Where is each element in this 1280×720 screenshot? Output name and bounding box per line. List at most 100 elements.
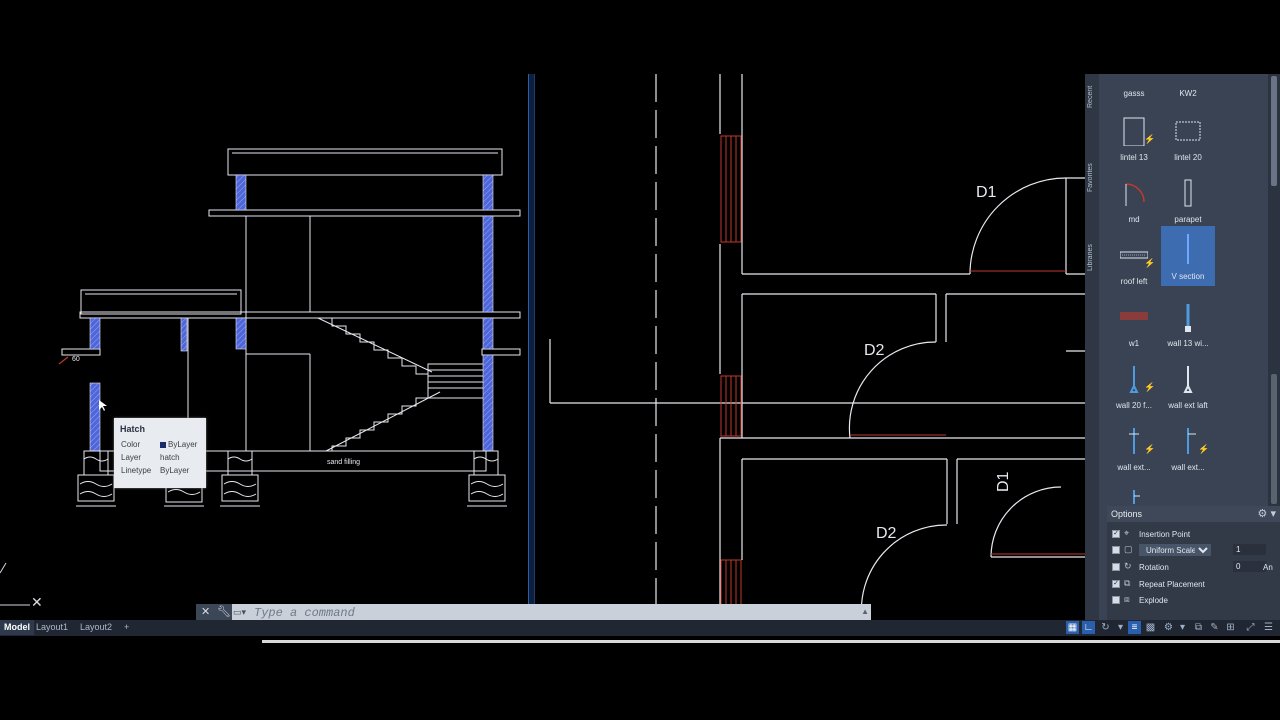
tab-recent[interactable]: Recent — [1087, 85, 1094, 108]
dynamic-block-icon: ⚡ — [1144, 258, 1156, 268]
tooltip-row-linetype: Linetype ByLayer — [121, 466, 190, 475]
status-bar-tools: ▦ ∟ ↻ ▾ ≡ ▩ ⚙ ▾ ⧉ ✎ ⊞ ⤢ ☰ — [1062, 621, 1280, 635]
block-md[interactable]: md — [1107, 170, 1161, 232]
gear-icon[interactable]: ⚙ ▾ — [1257, 508, 1276, 520]
options-header: Options ⚙ ▾ — [1107, 506, 1280, 522]
block-roof-left[interactable]: ⚡ roof left — [1107, 232, 1161, 294]
rotation-angle-suffix: An — [1263, 563, 1273, 572]
viewport-divider[interactable] — [528, 74, 535, 620]
tab-favorites[interactable]: Favorites — [1087, 163, 1094, 192]
drawing-viewport-right[interactable]: D1 D2 D2 D1 — [536, 74, 1086, 621]
door-label-d2-lower: D2 — [876, 525, 897, 542]
door-swing-icon — [1125, 183, 1145, 206]
tab-libraries[interactable]: Libraries — [1087, 244, 1094, 271]
block-lintel-20[interactable]: lintel 20 — [1161, 108, 1215, 170]
parapet-icon — [1184, 179, 1192, 207]
block-kw2[interactable]: KW2 — [1179, 89, 1197, 98]
palette-scroll-thumb[interactable] — [1271, 76, 1277, 186]
menu-icon[interactable]: ☰ — [1264, 622, 1273, 633]
chevron-down-icon[interactable]: ▾ — [1179, 622, 1186, 633]
mouse-cursor — [99, 400, 107, 411]
block-wall-13[interactable]: wall 13 wi... — [1161, 294, 1215, 356]
dynamic-block-icon: ⚡ — [1144, 134, 1156, 144]
add-layout-button[interactable]: + — [124, 622, 130, 632]
color-swatch — [160, 442, 166, 448]
annotation-icon[interactable]: ✎ — [1210, 622, 1219, 633]
command-history-icon[interactable]: ▲ — [861, 607, 869, 616]
palette-side-tabs: Recent Favorites Libraries — [1085, 74, 1099, 620]
block-wall-ext-1[interactable]: ⚡ wall ext... — [1107, 418, 1161, 480]
wall-icon — [1133, 490, 1140, 504]
block-parapet[interactable]: parapet — [1161, 170, 1215, 232]
layout-tab-bar: Model Layout1 Layout2 + ▦ ∟ ↻ ▾ ≡ ▩ ⚙ ▾ … — [0, 620, 1280, 636]
dimension-label: 60 — [72, 356, 80, 363]
dynamic-block-icon: ⚡ — [1144, 444, 1156, 454]
tab-model[interactable]: Model — [0, 620, 34, 635]
tab-layout2[interactable]: Layout2 — [80, 622, 113, 632]
explode-checkbox[interactable] — [1112, 596, 1120, 604]
sand-filling-label: sand filling — [327, 459, 360, 466]
grid-snap-icon[interactable]: ▦ — [1066, 621, 1079, 634]
wall-icon — [1129, 428, 1139, 454]
lintel-icon — [1123, 117, 1145, 146]
repeat-icon: ⧉ — [1124, 578, 1131, 588]
tooltip-row-color: Color ByLayer — [121, 440, 198, 449]
wall-icon — [1183, 366, 1193, 393]
fullscreen-icon[interactable]: ⤢ — [1246, 622, 1255, 633]
scale-checkbox[interactable] — [1112, 546, 1120, 554]
block-w1[interactable]: w1 — [1107, 294, 1161, 356]
block-wall-20[interactable]: ⚡ wall 20 f... — [1107, 356, 1161, 418]
scale-value-field[interactable]: 1 — [1233, 544, 1266, 555]
gear-icon[interactable]: ⚙ — [1164, 622, 1173, 633]
workspace-icon[interactable]: ⧉ — [1194, 622, 1203, 633]
option-insertion-point[interactable]: ✓ ⌖ Insertion Point — [1112, 528, 1191, 539]
ortho-icon[interactable]: ∟ — [1082, 621, 1095, 634]
options-title: Options — [1111, 509, 1143, 519]
horizontal-scrollbar[interactable] — [262, 640, 1280, 643]
wall-icon — [1185, 304, 1191, 332]
block-wall-ext-3[interactable] — [1107, 480, 1161, 504]
rotation-value-field[interactable]: 0 — [1233, 561, 1266, 572]
plan-drawing: D1 D2 D2 D1 — [549, 74, 1086, 621]
section-icon — [1187, 234, 1189, 264]
block-v-section[interactable]: V section — [1161, 226, 1215, 286]
block-wall-ext-2[interactable]: ⚡ wall ext... — [1161, 418, 1215, 480]
command-line: ✕ 🔧︎ ▭▾ ▲ — [196, 604, 871, 621]
block-lintel-13[interactable]: ⚡ lintel 13 — [1107, 108, 1161, 170]
drawing-viewport-left[interactable]: 60 sand filling — [0, 74, 528, 604]
options-panel: Options ⚙ ▾ ✓ ⌖ Insertion Point ▢ Unifor… — [1107, 506, 1280, 620]
tab-layout1[interactable]: Layout1 — [36, 622, 69, 632]
command-close-icon[interactable]: ✕ — [201, 606, 211, 618]
palette-grid: gasss KW2 ⚡ lintel 13 lintel 20 md parap… — [1099, 74, 1268, 504]
door-label-d2: D2 — [864, 342, 885, 359]
option-repeat-placement[interactable]: ✓ ⧉ Repeat Placement — [1112, 578, 1205, 589]
palette-scroll-track — [1271, 374, 1277, 504]
roof-icon — [1120, 251, 1148, 259]
palette-scrollbar[interactable] — [1268, 74, 1280, 510]
ucs-icon — [0, 555, 40, 615]
explode-icon: ⧈ — [1124, 594, 1130, 604]
wall-icon — [1129, 366, 1139, 393]
transparency-icon[interactable]: ▩ — [1145, 622, 1156, 633]
option-uniform-scale[interactable]: ▢ Uniform Scale 1 — [1112, 544, 1278, 558]
rotation-checkbox[interactable] — [1112, 563, 1120, 571]
option-rotation[interactable]: ↻ Rotation 0 An — [1112, 561, 1278, 575]
lineweight-icon[interactable]: ≡ — [1128, 621, 1141, 634]
section-drawing: 60 sand filling — [58, 148, 521, 507]
option-explode[interactable]: ⧈ Explode — [1112, 594, 1278, 608]
repeat-placement-checkbox[interactable]: ✓ — [1112, 580, 1120, 588]
door-label-d1-lower: D1 — [995, 471, 1012, 492]
insertion-point-checkbox[interactable]: ✓ — [1112, 530, 1120, 538]
lintel-icon — [1175, 121, 1201, 141]
insertion-point-icon: ⌖ — [1124, 528, 1130, 538]
wrench-icon[interactable]: 🔧︎ — [217, 606, 231, 618]
scale-mode-select[interactable]: Uniform Scale — [1139, 544, 1211, 556]
chevron-down-icon[interactable]: ▾ — [1117, 622, 1124, 633]
command-input[interactable] — [254, 605, 854, 620]
close-icon[interactable]: ✕ — [31, 594, 43, 610]
isolate-icon[interactable]: ⊞ — [1226, 622, 1235, 633]
command-prompt-icon[interactable]: ▭▾ — [233, 607, 247, 617]
block-wall-ext-laft[interactable]: wall ext laft — [1161, 356, 1215, 418]
polar-icon[interactable]: ↻ — [1101, 622, 1110, 633]
block-gasss[interactable]: gasss — [1123, 89, 1145, 98]
